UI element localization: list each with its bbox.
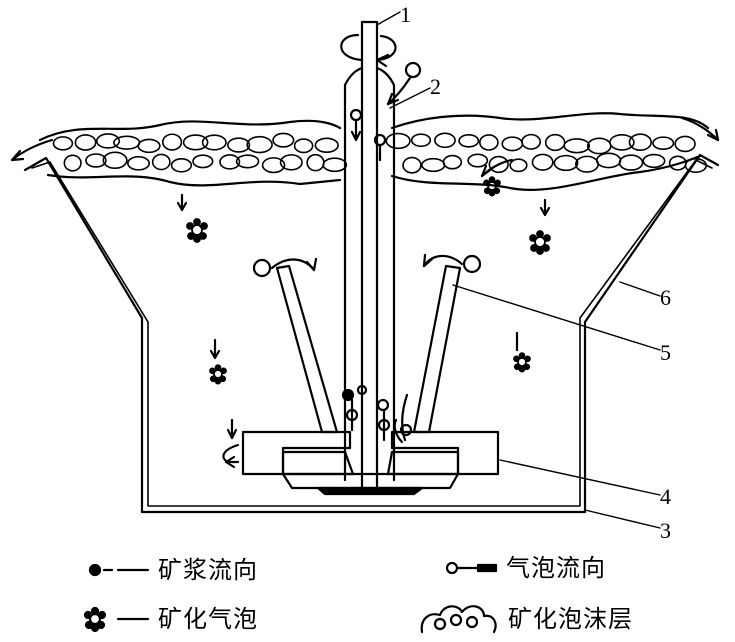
froth-bubble: [293, 138, 314, 154]
froth-bubble: [192, 154, 214, 169]
overflow-arrow-left: [10, 138, 54, 162]
stator-plate-left: [275, 264, 339, 434]
froth-bubble: [488, 155, 509, 174]
impeller: [281, 450, 460, 496]
froth-bubble: [458, 134, 480, 148]
standpipe: [343, 66, 396, 482]
legend-slurry-label: 矿浆流向: [158, 556, 258, 584]
froth-bubble: [434, 132, 456, 149]
froth-bubble: [52, 136, 74, 151]
froth-bubble: [85, 153, 107, 168]
froth-bubble: [575, 155, 599, 173]
mineralized-bubble-icon: [83, 606, 107, 633]
callout-5: 5: [660, 340, 671, 365]
legend-mineralized-bubble-symbol: [83, 606, 107, 633]
froth-bubble: [279, 154, 303, 171]
froth-bubble: [509, 158, 528, 173]
tank-wall: [23, 153, 720, 514]
froth-bubble: [201, 134, 227, 151]
froth-bubble: [306, 153, 325, 172]
froth-bubble: [628, 133, 652, 151]
froth-bubble: [674, 135, 696, 153]
froth-bubble: [442, 154, 463, 170]
legend-bubble-symbol: [445, 561, 498, 575]
legend-slurry-symbol: [88, 563, 150, 577]
froth-bubble: [586, 137, 612, 155]
froth-bubble: [182, 134, 209, 151]
froth-bubble: [553, 154, 579, 172]
froth-bubble: [402, 156, 422, 174]
froth-bubble: [595, 152, 622, 169]
froth-bubble: [272, 132, 295, 148]
froth-bubble: [246, 135, 273, 154]
froth-bubble: [227, 137, 251, 153]
froth-layer: [38, 112, 710, 191]
legend-froth-label: 矿化泡沫层: [508, 605, 633, 633]
froth-bubble: [618, 154, 644, 171]
froth-bubble: [501, 136, 524, 152]
mineralized-bubbles: [186, 176, 551, 385]
callout-6: 6: [660, 285, 671, 310]
froth-bubble: [609, 133, 635, 151]
froth-bubble: [261, 157, 286, 174]
froth-bubble: [95, 133, 121, 149]
froth-bubble: [127, 155, 151, 171]
froth-bubble: [113, 135, 141, 150]
legend-mineralized-bubble-label: 矿化气泡: [158, 605, 258, 633]
froth-bubble: [563, 138, 591, 154]
froth-bubble: [151, 153, 171, 171]
froth-bubble: [63, 154, 82, 172]
froth-bubble: [322, 157, 348, 173]
mineralized-bubble-icon: [483, 176, 501, 197]
froth-bubble: [642, 153, 666, 169]
mineralized-bubble-icon: [529, 230, 551, 255]
stator-ring: [241, 430, 500, 476]
mineralized-bubble-icon: [186, 218, 208, 243]
hollow-shaft: [360, 20, 379, 492]
rotation-arrow-icon: [340, 33, 397, 68]
froth-bubble: [137, 138, 161, 154]
froth-bubble: [521, 133, 542, 150]
callout-2: 2: [430, 74, 441, 99]
froth-bubble: [74, 134, 97, 151]
stator-plate-right: [412, 264, 462, 434]
froth-bubble: [235, 154, 260, 169]
froth-bubble: [385, 132, 411, 150]
froth-bubble: [652, 136, 675, 151]
froth-bubble: [467, 153, 489, 168]
froth-bubble: [421, 157, 446, 173]
leader-lines: [376, 11, 661, 529]
froth-bubble: [684, 157, 708, 174]
callout-3: 3: [660, 518, 671, 543]
froth-bubble: [161, 133, 183, 151]
mineralized-bubble-icon: [209, 364, 227, 385]
legend-bubble-label: 气泡流向: [506, 554, 606, 582]
froth-bubble: [531, 153, 554, 171]
froth-bubble: [170, 158, 193, 173]
froth-bubble: [219, 154, 241, 170]
callout-1: 1: [400, 2, 411, 27]
legend-froth-symbol: [420, 605, 497, 634]
overflow-arrow-right: [680, 116, 720, 142]
froth-bubble: [102, 151, 128, 170]
froth-bubble: [314, 137, 339, 153]
mineralized-bubble-icon: [513, 352, 531, 373]
callout-4: 4: [660, 484, 671, 509]
froth-bubble: [410, 133, 432, 148]
flow-arrows: [176, 61, 551, 469]
froth-bubble: [544, 133, 566, 152]
froth-bubble: [479, 134, 499, 151]
